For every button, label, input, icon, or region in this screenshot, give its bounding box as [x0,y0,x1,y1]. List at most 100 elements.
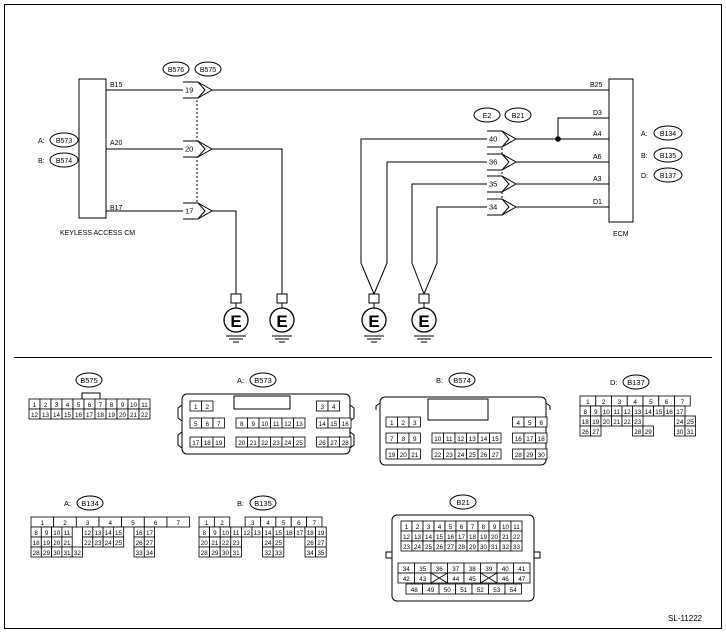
conn-b134-cell: 31 [64,550,72,557]
conn-b134-cell: 25 [115,540,123,547]
keyless-access-cm: KEYLESS ACCESS CM B15 A20 B17 A: B573 B:… [38,78,135,237]
conn-b134-top-cell: 3 [86,520,90,527]
conn-b134-cell: 22 [84,540,92,547]
conn-b573-cell: 7 [217,421,221,428]
conn-b574-cell: 6 [539,420,543,427]
conn-b135-cell: 31 [233,550,241,557]
ground-2: E [269,293,295,343]
conn-b135-cell: 19 [317,530,325,537]
inline-right-pin-36: 36 [487,153,518,171]
ecm-pin-d3: D3 [593,110,602,117]
conn-b574-cell: 29 [526,452,534,459]
conn-b134-cell: 13 [94,530,102,537]
conn-b574-cell: 1 [390,420,394,427]
conn-b574-cell: 24 [457,452,465,459]
conn-b134-cell: 15 [115,530,123,537]
conn-b21-cell: 29 [469,544,477,551]
ground-3-label: E [368,312,379,331]
wire-20-ground [212,148,283,294]
inline-right-id-1: E2 [483,113,492,120]
conn-b573-cell: 4 [332,404,336,411]
conn-b134-cell: 24 [105,540,113,547]
conn-b575-cell: 18 [97,412,105,419]
conn-b573-cell: 21 [250,440,258,447]
conn-b135-top-cell: 5 [282,520,286,527]
inline-connector-right: E2 B21 [473,107,532,202]
conn-b135-top-cell: 6 [297,520,301,527]
conn-b21-cell: 48 [411,587,419,594]
conn-b135-top-cell: 1 [205,520,209,527]
conn-b573-cell: 8 [240,421,244,428]
conn-b21-cell: 25 [425,544,433,551]
conn-b21-cell: 20 [491,534,499,541]
conn-b135-cell: 32 [264,550,272,557]
ecm-label: ECM [613,231,629,238]
conn-b21-cell: 21 [502,534,510,541]
conn-b135-cell: 29 [211,550,219,557]
conn-b134-cell: 16 [136,530,144,537]
conn-b574-cell: 20 [400,452,408,459]
conn-b137-cell: 26 [582,429,590,436]
ecm-pin-a4: A4 [593,131,602,138]
ecm-conn-d-oval [653,167,683,183]
conn-b573-cell: 16 [342,421,350,428]
diagram-frame [4,4,722,629]
conn-b21-header: B21 [449,494,477,510]
ground-1: E [223,293,249,343]
conn-b574-cell: 28 [515,452,523,459]
conn-b573-cell: 22 [261,440,269,447]
keyless-conn-b-id: B574 [56,158,72,165]
ecm-conn-b-oval [653,147,683,163]
conn-b575-cell: 19 [108,412,116,419]
conn-b574-cell: 14 [480,436,488,443]
keyless-conn-b-prefix: B: [38,158,45,165]
conn-b135-cell: 14 [264,530,272,537]
keyless-pin-b15: B15 [110,82,123,89]
inline-right-pin-40-label: 40 [489,135,497,144]
conn-b574-cell: 25 [469,452,477,459]
conn-b573-cell: 6 [205,421,209,428]
wire-35 [411,183,487,295]
conn-b137-cell: 17 [676,409,684,416]
conn-b137-top-cell: 1 [586,399,590,406]
wire-40 [360,138,487,295]
conn-b137-cell: 27 [592,429,600,436]
inline-left-pin-19: 19 [183,81,214,99]
conn-b21-cell: 8 [482,524,486,531]
keyless-conn-a-prefix: A: [38,138,45,145]
conn-b573-cell: 23 [273,440,281,447]
conn-b134-cell: 12 [84,530,92,537]
conn-b573-cell: 14 [319,421,327,428]
conn-b21-cell: 24 [414,544,422,551]
inline-right-pin-36-label: 36 [489,158,497,167]
conn-b137-cell: 18 [582,419,590,426]
conn-b137-cell: 31 [687,429,695,436]
keyless-pin-a20: A20 [110,140,123,147]
conn-b135-cell: 9 [213,530,217,537]
keyless-conn-a-id: B573 [56,138,72,145]
inline-right-pin-40: 40 [487,130,518,148]
conn-b21-cell: 9 [493,524,497,531]
conn-b135-cell: 25 [275,540,283,547]
conn-b137-cell: 23 [634,419,642,426]
conn-b574-cell: 4 [516,420,520,427]
conn-b574-cell: 21 [411,452,419,459]
conn-b134-cell: 14 [105,530,113,537]
conn-b574-cell: 7 [390,436,394,443]
conn-b573-cell: 3 [320,404,324,411]
conn-b575-cell: 14 [53,412,61,419]
inline-left-pin-20: 20 [183,140,214,158]
conn-b574-cell: 10 [434,436,442,443]
conn-b21-cell: 15 [436,534,444,541]
ecm-conn-a-id: B134 [660,131,676,138]
conn-b135-cell: 28 [201,550,209,557]
conn-b574-cell: 8 [401,436,405,443]
conn-b21-cell: 47 [518,576,526,583]
conn-b134-cell: 11 [64,530,71,537]
ecm-conn-d-prefix: D: [641,173,648,180]
